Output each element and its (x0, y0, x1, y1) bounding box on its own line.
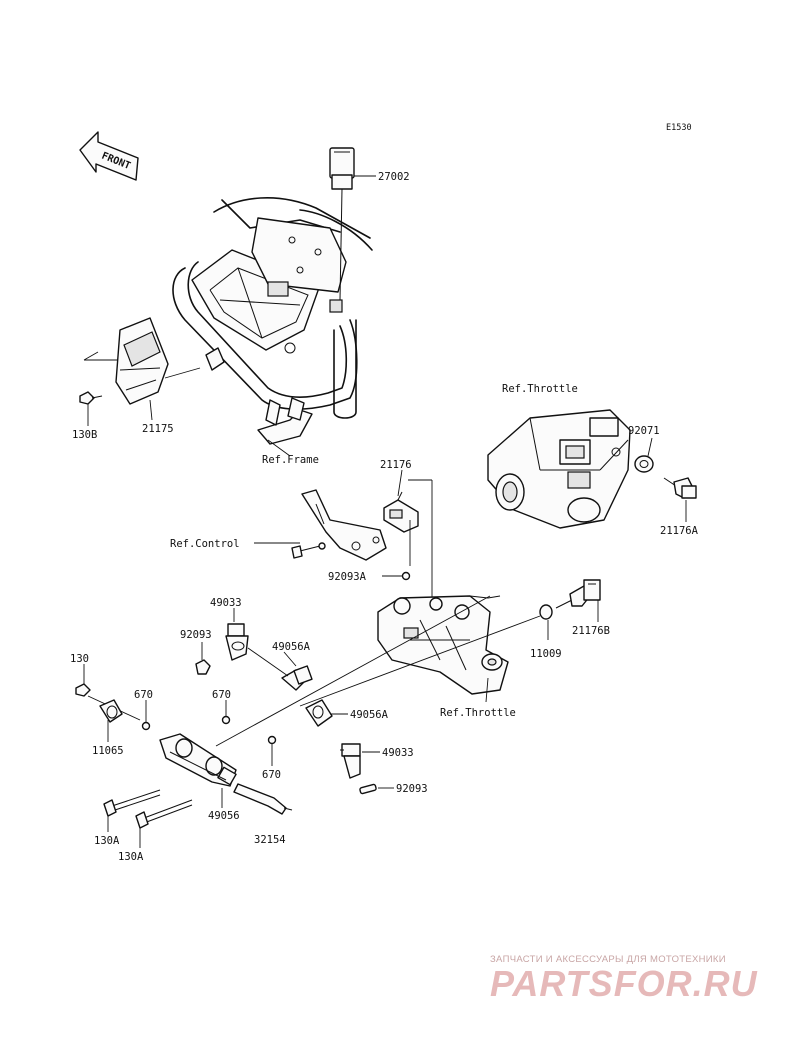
sensor-21176-icon (383, 491, 419, 533)
label-27002: 27002 (378, 171, 410, 183)
label-32154: 32154 (254, 834, 286, 846)
label-ref-control: Ref.Control (170, 538, 240, 550)
front-arrow-icon: FRONT (79, 131, 139, 181)
label-49056a-top: 49056A (272, 641, 311, 653)
o-ring-92071-icon (634, 455, 654, 473)
label-670-left: 670 (134, 689, 153, 701)
label-49056: 49056 (208, 810, 240, 822)
sensor-21176b-icon (555, 579, 601, 609)
label-11065: 11065 (92, 745, 124, 757)
nut-92093a-icon (401, 571, 411, 581)
label-49056a-bottom: 49056A (350, 709, 389, 721)
label-670-mid: 670 (212, 689, 231, 701)
label-130b: 130B (72, 429, 97, 441)
label-21176a: 21176A (660, 525, 699, 537)
o-ring-670-right-icon (267, 735, 277, 745)
label-670-right: 670 (262, 769, 281, 781)
injector-49033-bottom (340, 743, 361, 779)
label-130a-1: 130A (94, 835, 120, 847)
label-92071: 92071 (628, 425, 660, 437)
connector-27002 (329, 147, 355, 301)
grommet-11065-icon (99, 699, 123, 723)
control-bracket (301, 489, 387, 561)
ecu-unit-21175 (115, 317, 169, 405)
o-ring-11009-icon (539, 604, 553, 620)
seal-92093-bottom-icon (359, 783, 377, 795)
label-21175: 21175 (142, 423, 174, 435)
nut-92093-top-icon (195, 659, 211, 675)
label-21176b: 21176B (572, 625, 610, 637)
label-21176: 21176 (380, 459, 412, 471)
label-92093a: 92093A (328, 571, 367, 583)
injector-holder-49056a-bottom (305, 699, 333, 727)
label-49033-bottom: 49033 (382, 747, 414, 759)
sensor-21176a-icon (663, 477, 697, 499)
fuel-rail-49056 (159, 733, 237, 787)
label-ref-frame: Ref.Frame (262, 454, 319, 466)
label-130: 130 (70, 653, 89, 665)
label-ref-throttle-top: Ref.Throttle (502, 383, 578, 395)
label-130a-2: 130A (118, 851, 144, 863)
label-ref-throttle-bot: Ref.Throttle (440, 707, 516, 719)
label-11009: 11009 (530, 648, 562, 660)
injector-49033-top (225, 623, 249, 661)
bolt-130a-1-icon (103, 789, 161, 817)
injector-holder-49056a-top (281, 665, 313, 691)
label-92093-bottom: 92093 (396, 783, 428, 795)
label-92093-top: 92093 (180, 629, 212, 641)
fuel-hose-32154 (233, 783, 293, 815)
throttle-body-top (487, 409, 631, 529)
watermark-brand: PARTSFOR.RU (490, 963, 758, 1004)
bolt-130b-icon (79, 391, 103, 405)
screw-icon (291, 542, 326, 559)
o-ring-670-left-icon (141, 721, 151, 731)
label-49033-top: 49033 (210, 597, 242, 609)
throttle-body-bottom (377, 595, 509, 695)
watermark-tagline: ЗАПЧАСТИ И АКСЕССУАРЫ ДЛЯ МОТОТЕХНИКИ (490, 954, 726, 965)
bolt-130-icon (75, 683, 91, 697)
frame-bracket-assembly (172, 197, 373, 445)
diagram-code: E1530 (666, 123, 692, 133)
bolt-130a-2-icon (135, 799, 193, 829)
o-ring-670-mid-icon (221, 715, 231, 725)
